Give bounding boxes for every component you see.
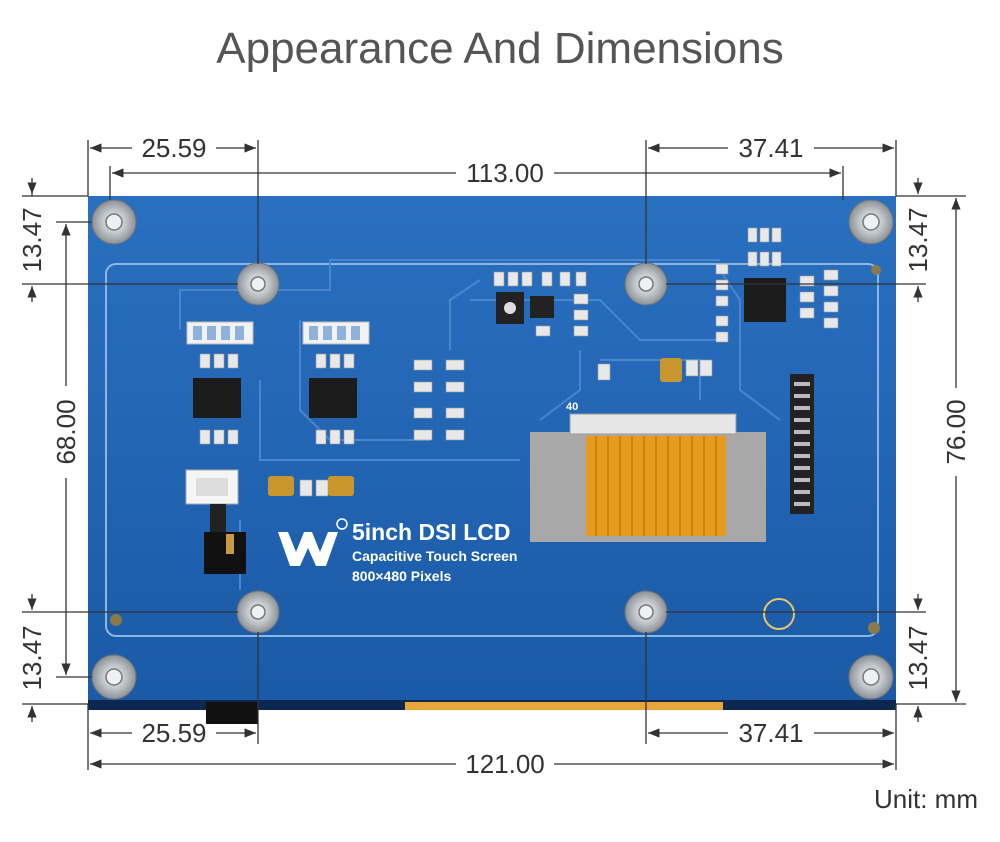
extension-lines — [22, 140, 966, 770]
dsi-connector — [569, 413, 737, 435]
dim-left-hole-span-height: 68.00 — [51, 399, 81, 464]
dim-top-right-offset: 37.41 — [738, 133, 803, 163]
ic-chip-left — [193, 378, 241, 418]
hole-center — [105, 668, 123, 686]
touch-connector-slot — [196, 478, 228, 496]
hole-center — [250, 276, 266, 292]
dim-right-bottom-margin: 13.47 — [903, 625, 933, 690]
feature-line: Capacitive Touch Screen — [352, 548, 517, 564]
hole-center — [862, 668, 880, 686]
dim-right-overall-height: 76.00 — [941, 399, 971, 464]
touch-flex-cable-end — [204, 532, 246, 574]
small-via — [871, 265, 881, 275]
page-title: Appearance And Dimensions — [216, 24, 784, 73]
dimension-labels: 25.59 37.41 113.00 25.59 37.41 121.00 13… — [17, 133, 971, 779]
dim-right-top-margin: 13.47 — [903, 207, 933, 272]
pcb-outline-silkscreen — [105, 263, 879, 637]
inductor-mark — [504, 302, 516, 314]
small-via — [868, 622, 880, 634]
regulator-chip — [530, 296, 554, 318]
dim-top-left-offset: 25.59 — [141, 133, 206, 163]
hole-center — [105, 213, 123, 231]
dim-bottom-right-offset: 37.41 — [738, 718, 803, 748]
resistor-arrays — [186, 321, 370, 345]
ic-chip-touch-controller — [744, 278, 786, 322]
dim-left-bottom-margin: 13.47 — [17, 625, 47, 690]
touch-flex-cable — [210, 504, 226, 532]
hole-center — [638, 276, 654, 292]
flex-stiffener — [226, 534, 234, 554]
hole-center — [250, 604, 266, 620]
dimension-lines — [27, 143, 961, 769]
smd-components — [199, 227, 839, 497]
dim-left-top-margin: 13.47 — [17, 207, 47, 272]
dim-overall-width: 121.00 — [465, 749, 545, 779]
mounting-holes — [91, 199, 894, 700]
resolution-line: 800×480 Pixels — [352, 568, 451, 584]
display-flex-edge — [405, 702, 723, 710]
hole-center — [638, 604, 654, 620]
integrated-circuits — [193, 278, 786, 418]
product-name: 5inch DSI LCD — [352, 519, 510, 545]
qc-stamp — [763, 598, 795, 630]
ic-chip-middle — [309, 378, 357, 418]
dim-hole-span-width: 113.00 — [466, 158, 544, 188]
waveshare-logo — [278, 518, 348, 566]
pcb-board: 40 5inch DSI LCD Capacitive Touch Screen… — [88, 196, 896, 724]
dsi-ribbon-area: 40 — [530, 374, 814, 542]
small-via — [110, 614, 122, 626]
bottom-connector — [206, 702, 258, 724]
connector-pin-label: 40 — [566, 401, 578, 413]
unit-label: Unit: mm — [874, 784, 978, 814]
pcb-traces — [179, 259, 781, 590]
capacitors — [268, 358, 682, 496]
hole-center — [862, 213, 880, 231]
dim-bottom-left-offset: 25.59 — [141, 718, 206, 748]
